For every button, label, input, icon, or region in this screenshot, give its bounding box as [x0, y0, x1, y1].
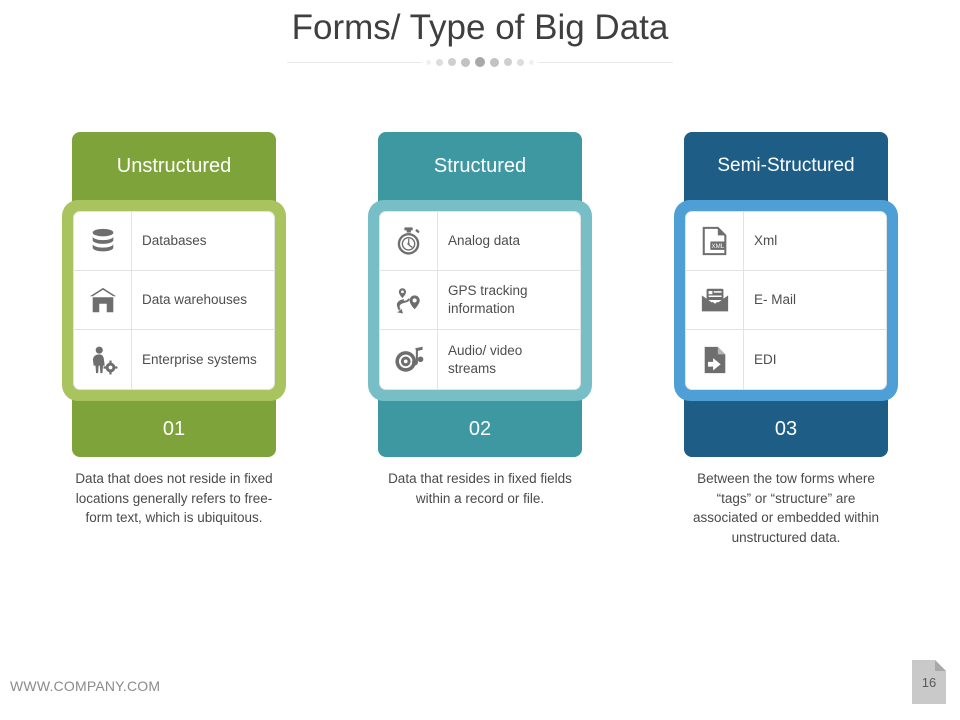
column-number-02: 02 [378, 395, 582, 457]
list-item-label: Databases [142, 233, 207, 249]
list-item[interactable]: E- Mail [686, 271, 886, 330]
database-icon [74, 212, 132, 270]
page-number-label: 16 [921, 674, 937, 690]
list-item-label: GPS tracking information [448, 283, 528, 316]
person-gear-icon [74, 330, 132, 389]
title-divider [0, 55, 960, 69]
divider-dot [529, 59, 534, 65]
column-description: Data that does not reside in fixed locat… [75, 471, 273, 526]
column-number-label: 03 [774, 417, 798, 440]
page-icon [912, 660, 946, 704]
warehouse-icon [74, 271, 132, 329]
column-number-03: 03 [684, 395, 888, 457]
list-item[interactable]: Databases [74, 212, 274, 271]
page-number-badge: 16 [912, 660, 946, 704]
column-title: Unstructured [116, 154, 232, 177]
divider-dot [504, 58, 512, 66]
column-number-label: 02 [468, 417, 492, 440]
list-item[interactable]: Data warehouses [74, 271, 274, 330]
column-description: Between the tow forms where “tags” or “s… [692, 471, 880, 545]
page-title: Forms/ Type of Big Data [291, 8, 669, 47]
list-item-label: Audio/ video streams [448, 342, 523, 376]
divider-dot [461, 57, 470, 67]
list-item-label: E- Mail [754, 292, 797, 308]
list-item-label: Analog data [448, 233, 521, 249]
divider-dot [517, 58, 524, 66]
divider-dot [490, 57, 499, 67]
divider-rule-right [538, 61, 673, 63]
divider-dots [426, 57, 534, 67]
audio-video-icon [380, 330, 438, 389]
edi-file-icon [686, 330, 744, 389]
list-item[interactable]: Enterprise systems [74, 330, 274, 389]
gps-route-icon [380, 271, 438, 329]
list-item[interactable]: GPS tracking information [380, 271, 580, 330]
column-header-02: Structured [378, 132, 582, 200]
divider-dot [436, 58, 443, 66]
column-title: Structured [433, 154, 527, 177]
footer-url: WWW.COMPANY.COM [10, 678, 161, 694]
divider-dot [475, 57, 485, 67]
list-item[interactable]: Analog data [380, 212, 580, 271]
email-icon [686, 271, 744, 329]
list-item-label: Xml [754, 233, 778, 249]
column-number-01: 01 [72, 395, 276, 457]
column-header-03: Semi-Structured [684, 132, 888, 200]
stopwatch-icon [380, 212, 438, 270]
xml-file-icon: XML [686, 212, 744, 270]
list-item[interactable]: XML Xml [686, 212, 886, 271]
column-description: Data that resides in fixed fields within… [388, 471, 572, 506]
divider-rule-left [287, 61, 422, 63]
column-header-01: Unstructured [72, 132, 276, 200]
divider-dot [426, 59, 431, 65]
list-item-label: Data warehouses [142, 292, 248, 308]
list-item-label: Enterprise systems [142, 351, 257, 367]
column-number-label: 01 [162, 417, 186, 440]
list-item[interactable]: EDI [686, 330, 886, 389]
divider-dot [448, 58, 456, 66]
svg-text:XML: XML [711, 243, 724, 250]
list-item-label: EDI [754, 351, 777, 367]
column-title: Semi-Structured [717, 155, 855, 176]
list-item[interactable]: Audio/ video streams [380, 330, 580, 389]
